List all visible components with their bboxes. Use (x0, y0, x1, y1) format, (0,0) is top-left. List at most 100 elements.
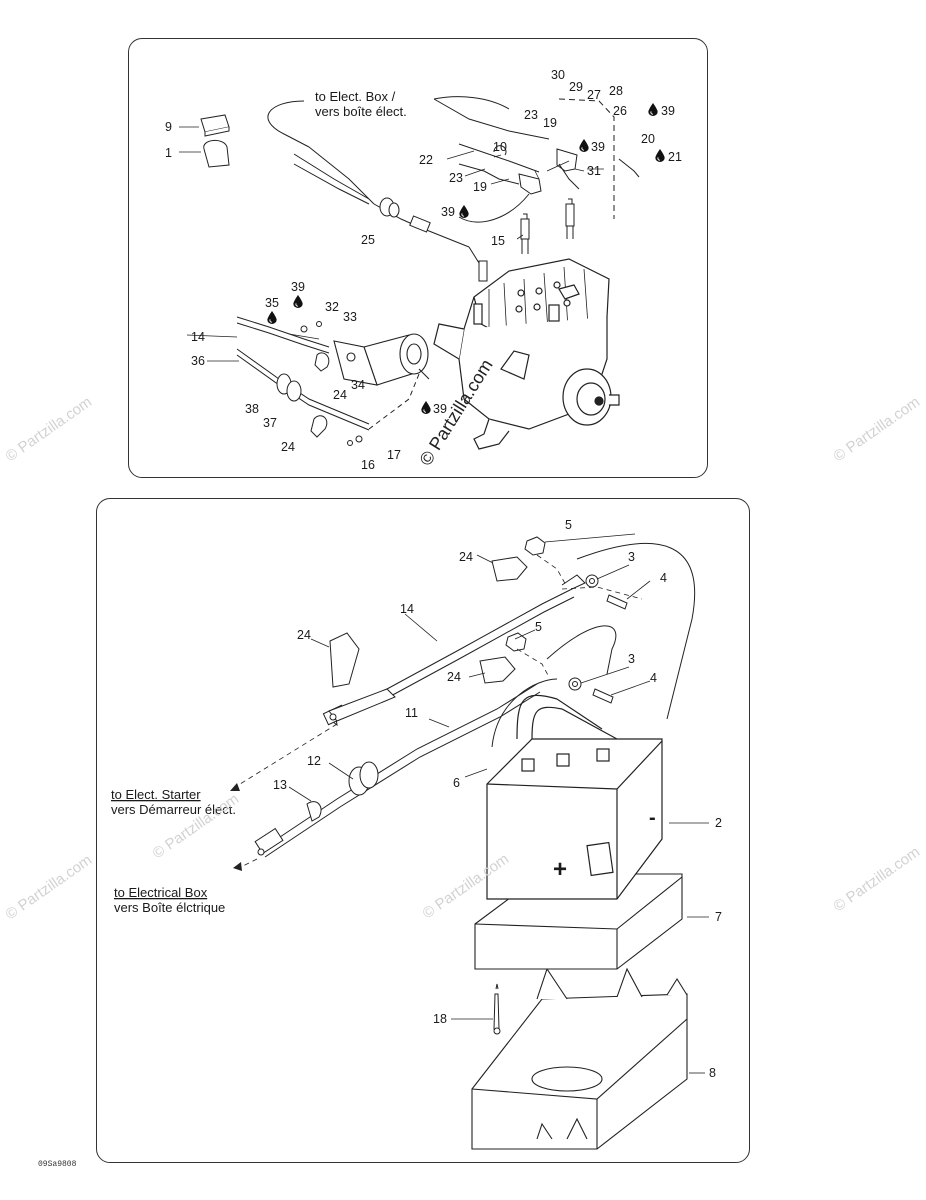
callout-1: 1 (165, 146, 172, 160)
callout-26: 26 (613, 104, 627, 118)
callouts-bottom: 5 24 3 4 14 24 5 3 24 4 11 12 13 6 2 7 1… (273, 518, 722, 1080)
watermark-right-mid: © Partzilla.com (831, 393, 924, 465)
callout-21: 21 (668, 150, 682, 164)
callout-6: 6 (453, 776, 460, 790)
callout-8: 8 (709, 1066, 716, 1080)
callout-19: 19 (473, 180, 487, 194)
callout-30: 30 (551, 68, 565, 82)
callout-17: 17 (387, 448, 401, 462)
callout-25: 25 (361, 233, 375, 247)
electrical-box-label-fr: vers Boîte élctrique (114, 900, 225, 915)
callout-16: 16 (361, 458, 375, 472)
top-diagram-svg: 9 1 22 23 19 10 23 19 39 25 15 30 29 27 … (165, 68, 682, 472)
leaders-bottom (288, 533, 709, 1074)
wires-top (267, 96, 640, 272)
starter-label: to Elect. Starter vers Démarreur élect. (111, 787, 236, 817)
callout-38: 38 (245, 402, 259, 416)
elect-box-label: to Elect. Box / vers boîte élect. (315, 89, 407, 119)
callout-24: 24 (333, 388, 347, 402)
callout-29: 29 (569, 80, 583, 94)
callout-18: 18 (433, 1012, 447, 1026)
callout-39e: 39 (433, 402, 447, 416)
callout-4: 4 (660, 571, 667, 585)
callout-20: 20 (641, 132, 655, 146)
connector-25 (379, 197, 488, 282)
elect-box-label-en: to Elect. Box / (315, 89, 396, 104)
top-diagram-panel: 9 1 22 23 19 10 23 19 39 25 15 30 29 27 … (128, 38, 708, 478)
callout-13: 13 (273, 778, 287, 792)
battery-plus-sign: + (553, 856, 567, 883)
callout-37: 37 (263, 416, 277, 430)
oil-drop-icon (267, 311, 277, 324)
bottom-diagram-svg: - + (111, 518, 722, 1150)
callout-24b: 24 (297, 628, 311, 642)
bottom-diagram-panel: - + (96, 498, 750, 1163)
boots-24 (329, 556, 528, 688)
callout-24: 24 (459, 550, 473, 564)
leaders-top (179, 126, 604, 362)
watermark-right-low: © Partzilla.com (831, 843, 924, 915)
battery-minus-sign: - (649, 807, 656, 829)
callout-23: 23 (449, 171, 463, 185)
callout-11: 11 (405, 706, 418, 720)
fuse-holder (200, 114, 230, 168)
callout-35: 35 (265, 296, 279, 310)
cable-11 (254, 683, 541, 858)
oil-drop-icon (421, 401, 431, 414)
callout-5b: 5 (535, 620, 542, 634)
callout-3b: 3 (628, 652, 635, 666)
push-pin-18 (493, 983, 501, 1035)
electrical-box-label: to Electrical Box vers Boîte élctrique (114, 885, 225, 915)
oil-drop-icon (655, 149, 665, 162)
callout-2: 2 (715, 816, 722, 830)
callout-22: 22 (419, 153, 433, 167)
callout-36: 36 (191, 354, 205, 368)
starter-label-fr: vers Démarreur élect. (111, 802, 236, 817)
callout-28: 28 (609, 84, 623, 98)
watermark-left-low: © Partzilla.com (3, 851, 96, 923)
diagram-code: 09Sa9808 (38, 1160, 77, 1169)
callout-39a: 39 (441, 205, 455, 219)
ground-wire (491, 542, 696, 748)
hardware (505, 536, 628, 704)
spark-plugs (520, 198, 575, 254)
callout-39d: 39 (291, 280, 305, 294)
callout-24c: 24 (447, 670, 461, 684)
callout-7: 7 (715, 910, 722, 924)
callout-33: 33 (343, 310, 357, 324)
starter-label-en: to Elect. Starter (111, 787, 201, 802)
starter-cables (236, 316, 420, 446)
oil-drop-icon (293, 295, 303, 308)
callout-12: 12 (307, 754, 321, 768)
watermark-left-mid: © Partzilla.com (3, 393, 96, 465)
elect-box-label-fr: vers boîte élect. (315, 104, 407, 119)
callout-3: 3 (628, 550, 635, 564)
starter-motor (333, 333, 430, 386)
cable-14-left-end (328, 688, 396, 722)
oil-drop-icon (459, 205, 469, 218)
battery-tray (471, 967, 688, 1150)
callout-10: 10 (493, 140, 507, 154)
oil-drop-icon (579, 139, 589, 152)
electrical-box-label-en: to Electrical Box (114, 885, 208, 900)
callout-32: 32 (325, 300, 339, 314)
callout-14: 14 (191, 330, 205, 344)
callout-31: 31 (587, 164, 601, 178)
callout-27: 27 (587, 88, 601, 102)
callout-4b: 4 (650, 671, 657, 685)
callout-9: 9 (165, 120, 172, 134)
callout-23b: 23 (524, 108, 538, 122)
callout-34: 34 (351, 378, 365, 392)
callout-24b: 24 (281, 440, 295, 454)
callout-14: 14 (400, 602, 414, 616)
oil-drop-icon (648, 103, 658, 116)
callout-5: 5 (565, 518, 572, 532)
plug-caps (493, 145, 578, 195)
callout-19b: 19 (543, 116, 557, 130)
callout-39b: 39 (661, 104, 675, 118)
dashed-lines-bottom (231, 554, 643, 870)
callouts-top: 9 1 22 23 19 10 23 19 39 25 15 30 29 27 … (165, 68, 682, 472)
callout-15: 15 (491, 234, 505, 248)
battery (486, 694, 663, 900)
engine-drawing (433, 258, 620, 450)
